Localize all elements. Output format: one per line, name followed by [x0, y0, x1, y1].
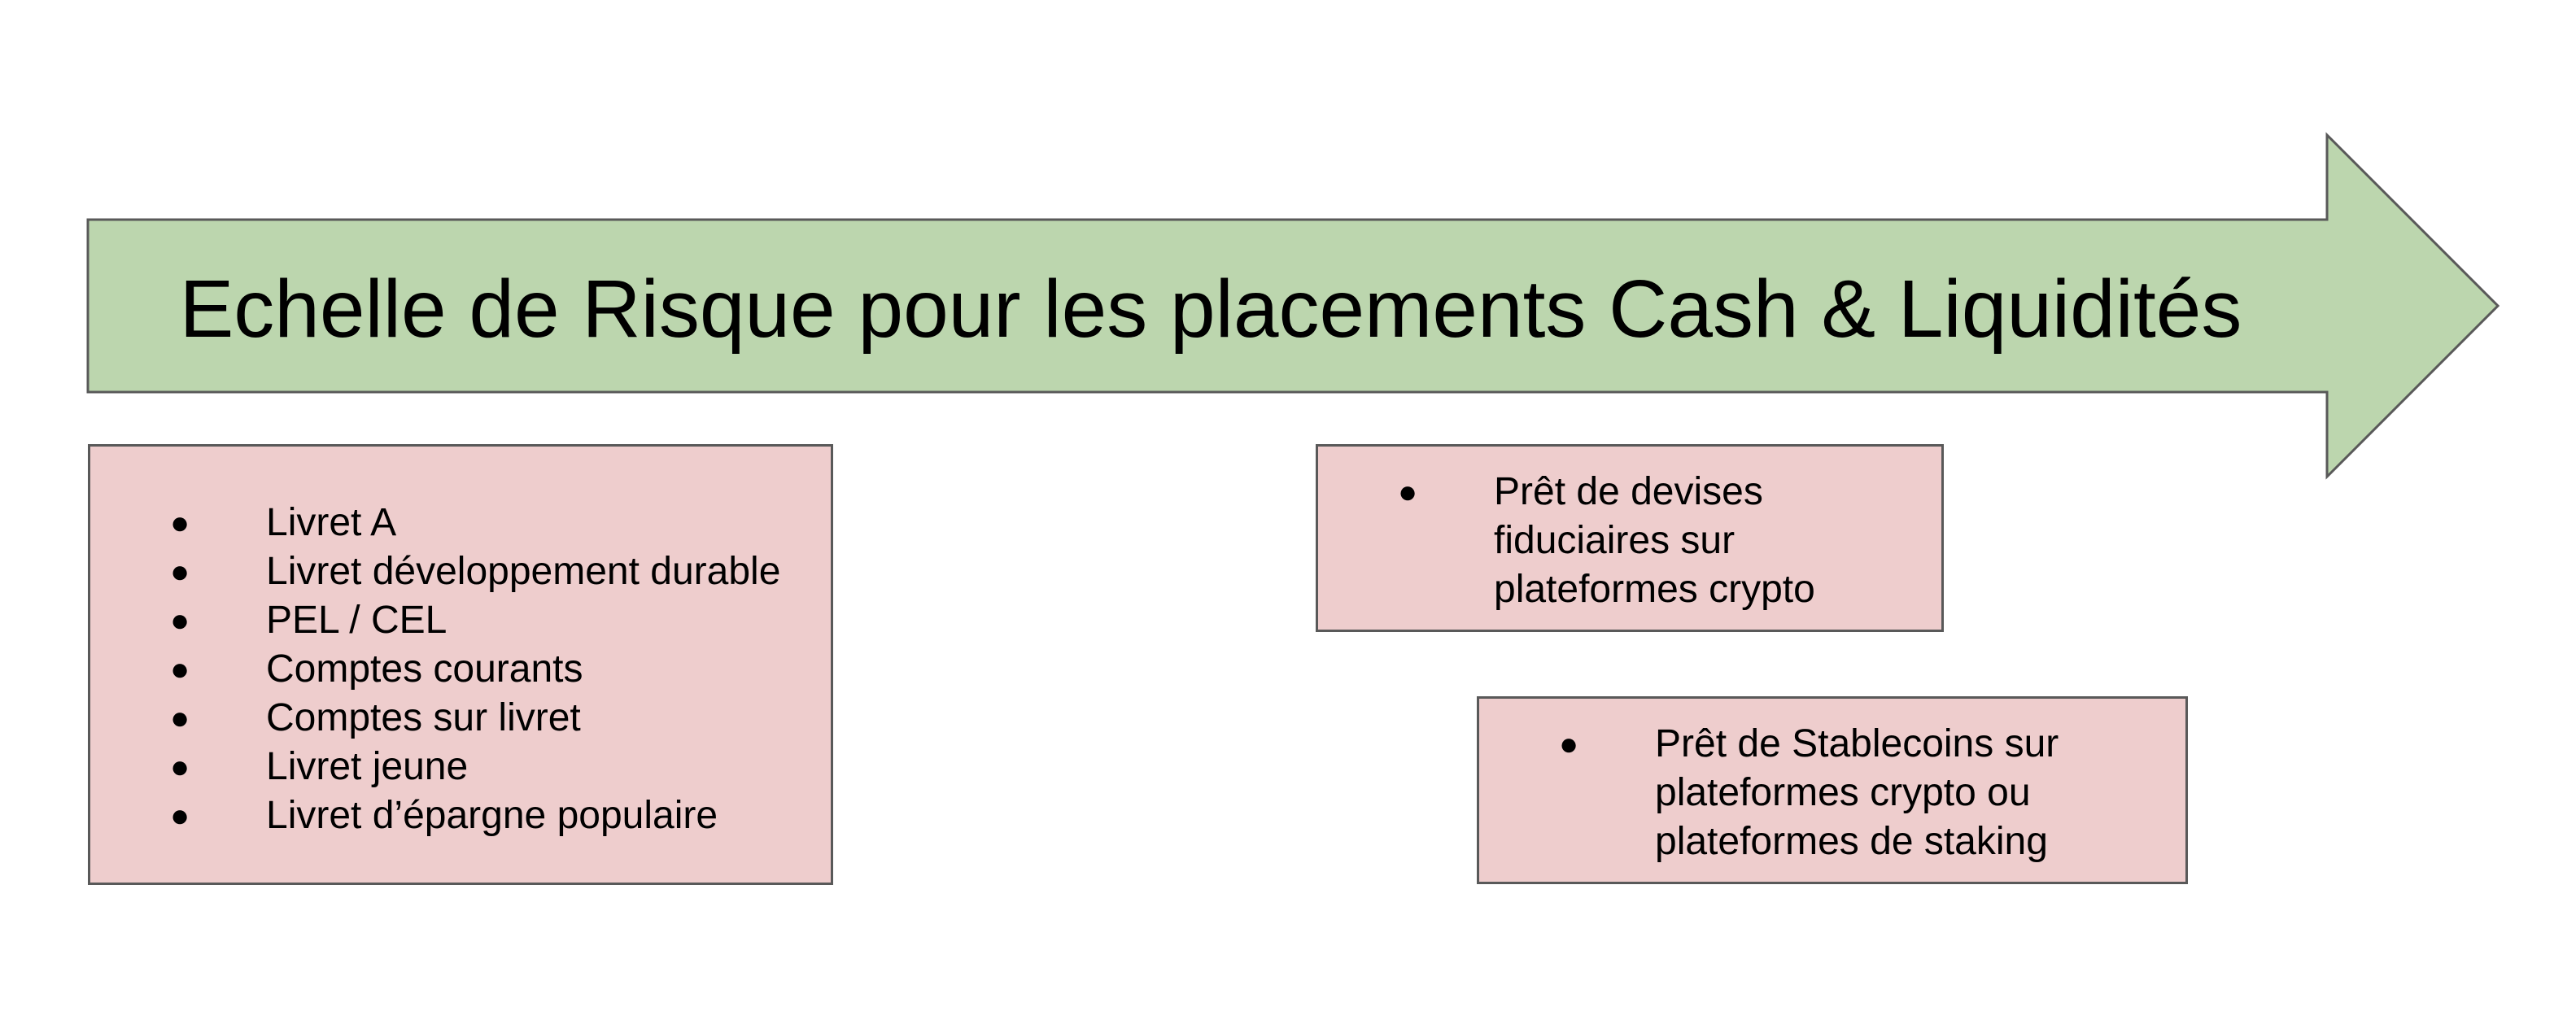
bullet-icon: ● [170, 700, 190, 736]
low-risk-box: ●Livret A ●Livret développement durable … [88, 444, 833, 885]
list-item: ● Livret jeune [90, 743, 831, 791]
bullet-icon: ● [170, 749, 190, 785]
bullet-icon: ● [1559, 726, 1579, 762]
low-risk-list: ●Livret A ●Livret développement durable … [90, 447, 831, 840]
diagram-title: Echelle de Risque pour les placements Ca… [179, 264, 2242, 355]
high-risk-list: ● Prêt de Stablecoins sur plateformes cry… [1479, 699, 2185, 866]
list-item: ● Livret A [90, 499, 831, 547]
medium-risk-list: ● Prêt de devises fiduciaires sur platefo… [1318, 447, 1941, 614]
list-item: ● Comptes sur livret [90, 694, 831, 743]
list-item-label: Livret jeune [266, 745, 469, 788]
medium-risk-box: ● Prêt de devises fiduciaires sur platefo… [1316, 444, 1944, 632]
list-item-label: Livret A [266, 501, 397, 544]
list-item-label: Comptes sur livret [266, 696, 581, 739]
bullet-icon: ● [1398, 474, 1418, 510]
list-item: ● Livret développement durable [90, 547, 831, 596]
list-item: ● Comptes courants [90, 645, 831, 694]
bullet-icon: ● [170, 505, 190, 541]
list-item-label: PEL / CEL [266, 599, 448, 642]
list-item-label: Livret d’épargne populaire [266, 794, 718, 837]
list-item: ● PEL / CEL [90, 596, 831, 645]
list-item-label: Livret développement durable [266, 550, 781, 593]
bullet-icon: ● [170, 603, 190, 639]
arrow-shape [86, 132, 2500, 480]
bullet-icon: ● [170, 798, 190, 834]
list-item-label: Prêt de devises fiduciaires sur platefor… [1494, 470, 1815, 611]
list-item: ● Prêt de Stablecoins sur plateformes cry… [1479, 720, 2185, 866]
high-risk-box: ● Prêt de Stablecoins sur plateformes cry… [1477, 696, 2188, 884]
list-item-label: Prêt de Stablecoins sur plateformes cryp… [1655, 722, 2059, 863]
list-item-label: Comptes courants [266, 647, 583, 691]
list-item: ● Livret d’épargne populaire [90, 791, 831, 840]
bullet-icon: ● [170, 652, 190, 687]
bullet-icon: ● [170, 554, 190, 590]
list-item: ● Prêt de devises fiduciaires sur platefo… [1318, 468, 1941, 614]
